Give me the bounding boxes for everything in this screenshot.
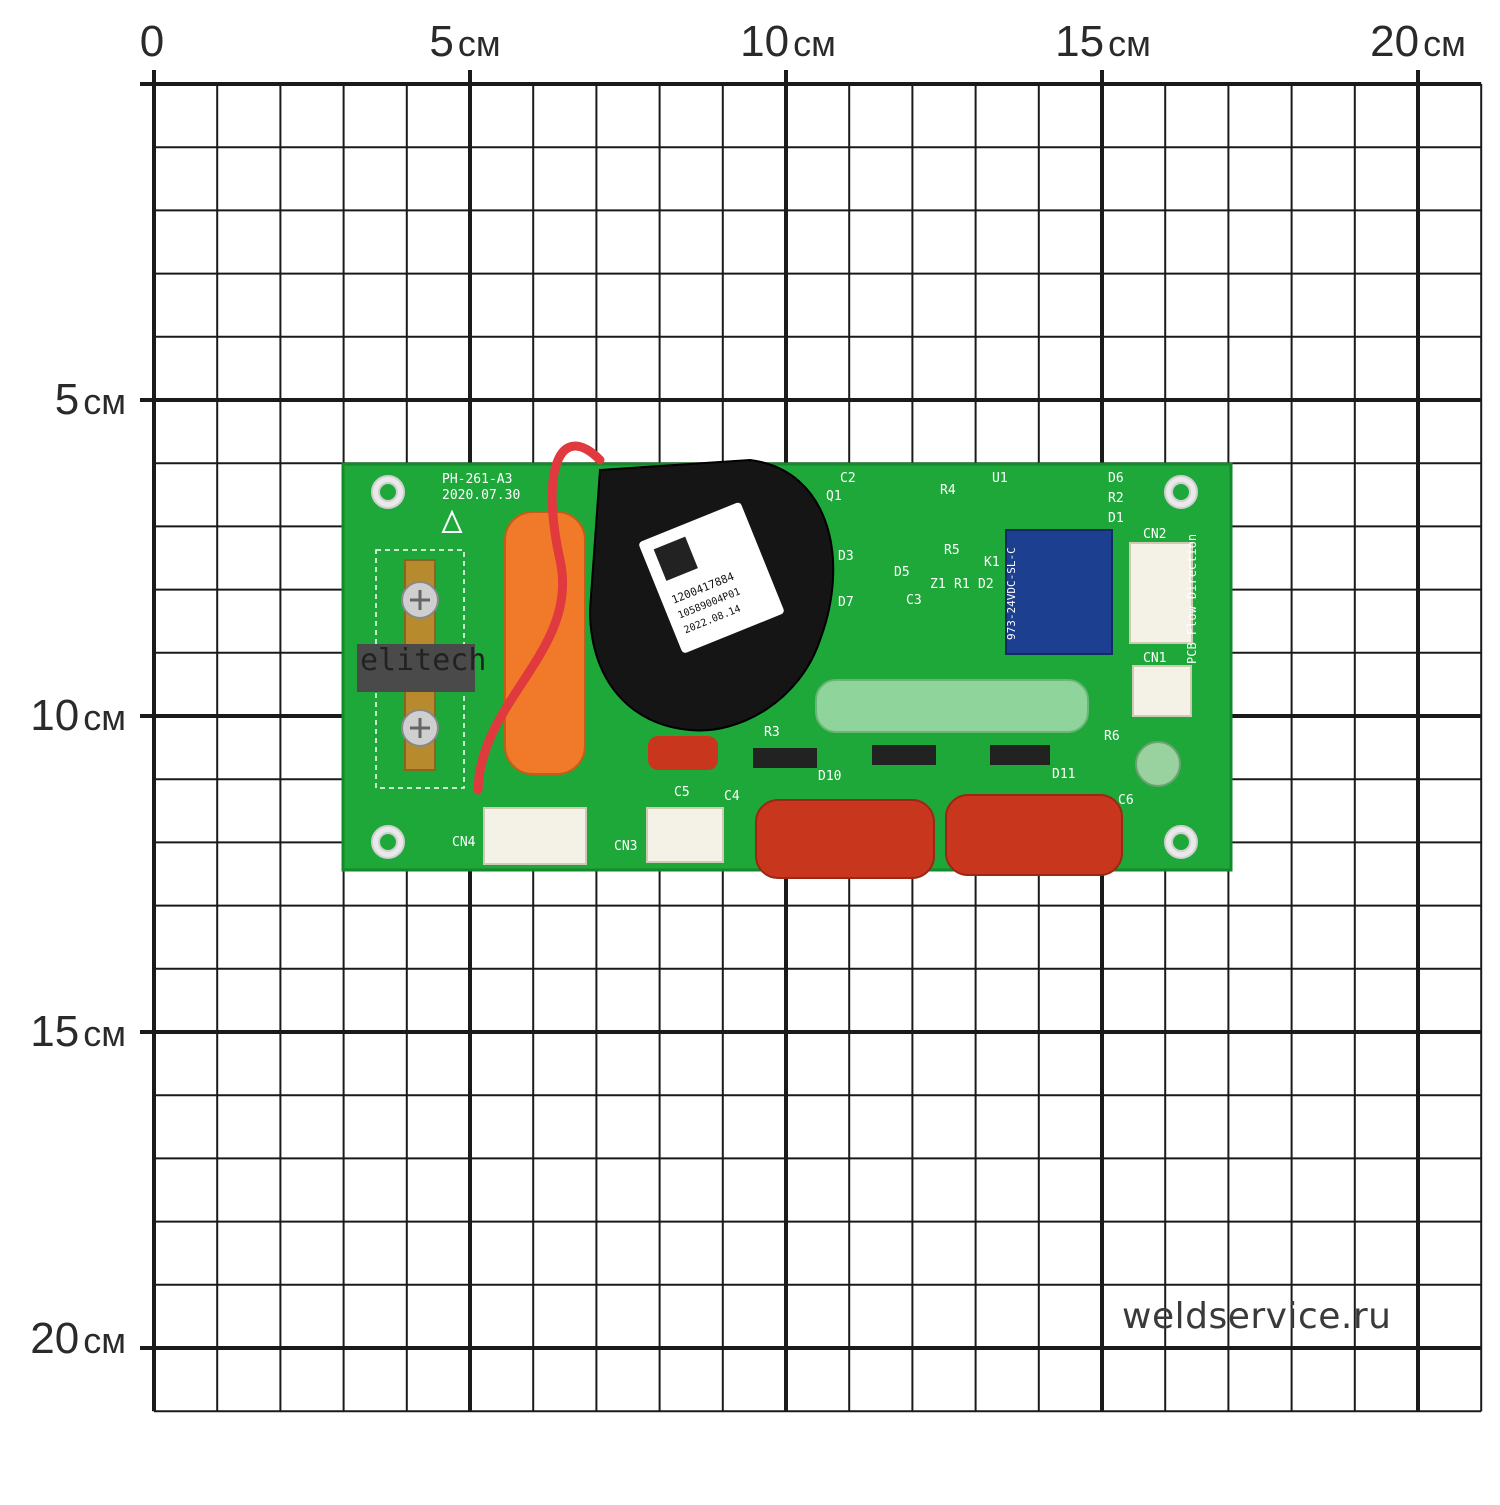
connector-cn1 <box>1132 665 1192 717</box>
designator-cn4: CN4 <box>452 835 476 850</box>
board-date-text: 2020.07.30 <box>442 488 520 503</box>
designator-d5: D5 <box>894 565 910 580</box>
film-capacitor-2 <box>945 794 1123 876</box>
red-wire <box>473 441 605 795</box>
designator-u1: U1 <box>992 471 1008 486</box>
designator-r2: R2 <box>1108 491 1124 506</box>
designator-c2: C2 <box>840 471 856 486</box>
flow-direction-text: PCB Flow Direction <box>1185 534 1199 664</box>
designator-r3: R3 <box>764 725 780 740</box>
designator-r1: R1 <box>954 577 970 592</box>
transformer-label: 1200417884 10589004P01 2022.08.14 <box>639 502 784 653</box>
power-resistor <box>815 679 1089 733</box>
designator-d7: D7 <box>838 595 854 610</box>
designator-d3: D3 <box>838 549 854 564</box>
designator-k1: K1 <box>984 555 1000 570</box>
inductor-coil <box>1135 741 1181 787</box>
watermark-text: weldservice.ru <box>1122 1296 1392 1337</box>
designator-r4: R4 <box>940 483 956 498</box>
terminal-block: elitech <box>357 549 486 789</box>
connector-cn4 <box>483 807 587 865</box>
relay-text: 973-24VDC-SL-C <box>1005 547 1018 640</box>
designator-c5: C5 <box>674 785 690 800</box>
designator-d2: D2 <box>978 577 994 592</box>
connector-cn3 <box>646 807 724 863</box>
designator-q1: Q1 <box>826 489 842 504</box>
designator-c3: C3 <box>906 593 922 608</box>
designator-c6: C6 <box>1118 793 1134 808</box>
board-model-text: PH-261-A3 <box>442 472 512 487</box>
designator-cn2: CN2 <box>1143 527 1166 542</box>
circuit-board: PH-261-A3 2020.07.30 elitech <box>341 441 1233 879</box>
connector-cn2 <box>1129 542 1193 644</box>
small-capacitor <box>648 736 718 770</box>
designator-r6: R6 <box>1104 729 1120 744</box>
relay-k1 <box>1005 529 1113 655</box>
diodes <box>753 745 1050 768</box>
designator-z1: Z1 <box>930 577 946 592</box>
scale-top-0: 0 <box>139 17 165 66</box>
mounting-holes <box>371 475 1198 859</box>
designator-d10: D10 <box>818 769 841 784</box>
film-capacitor-1 <box>755 799 935 879</box>
designator-d6: D6 <box>1108 471 1124 486</box>
brand-logo-text: elitech <box>360 643 486 678</box>
designator-d1: D1 <box>1108 511 1124 526</box>
designator-cn3: CN3 <box>614 839 637 854</box>
connectors <box>483 542 1193 865</box>
designator-d11: D11 <box>1052 767 1075 782</box>
designator-r5: R5 <box>944 543 960 558</box>
designator-c4: C4 <box>724 789 740 804</box>
warning-triangle-icon <box>441 509 463 533</box>
designator-cn1: CN1 <box>1143 651 1166 666</box>
